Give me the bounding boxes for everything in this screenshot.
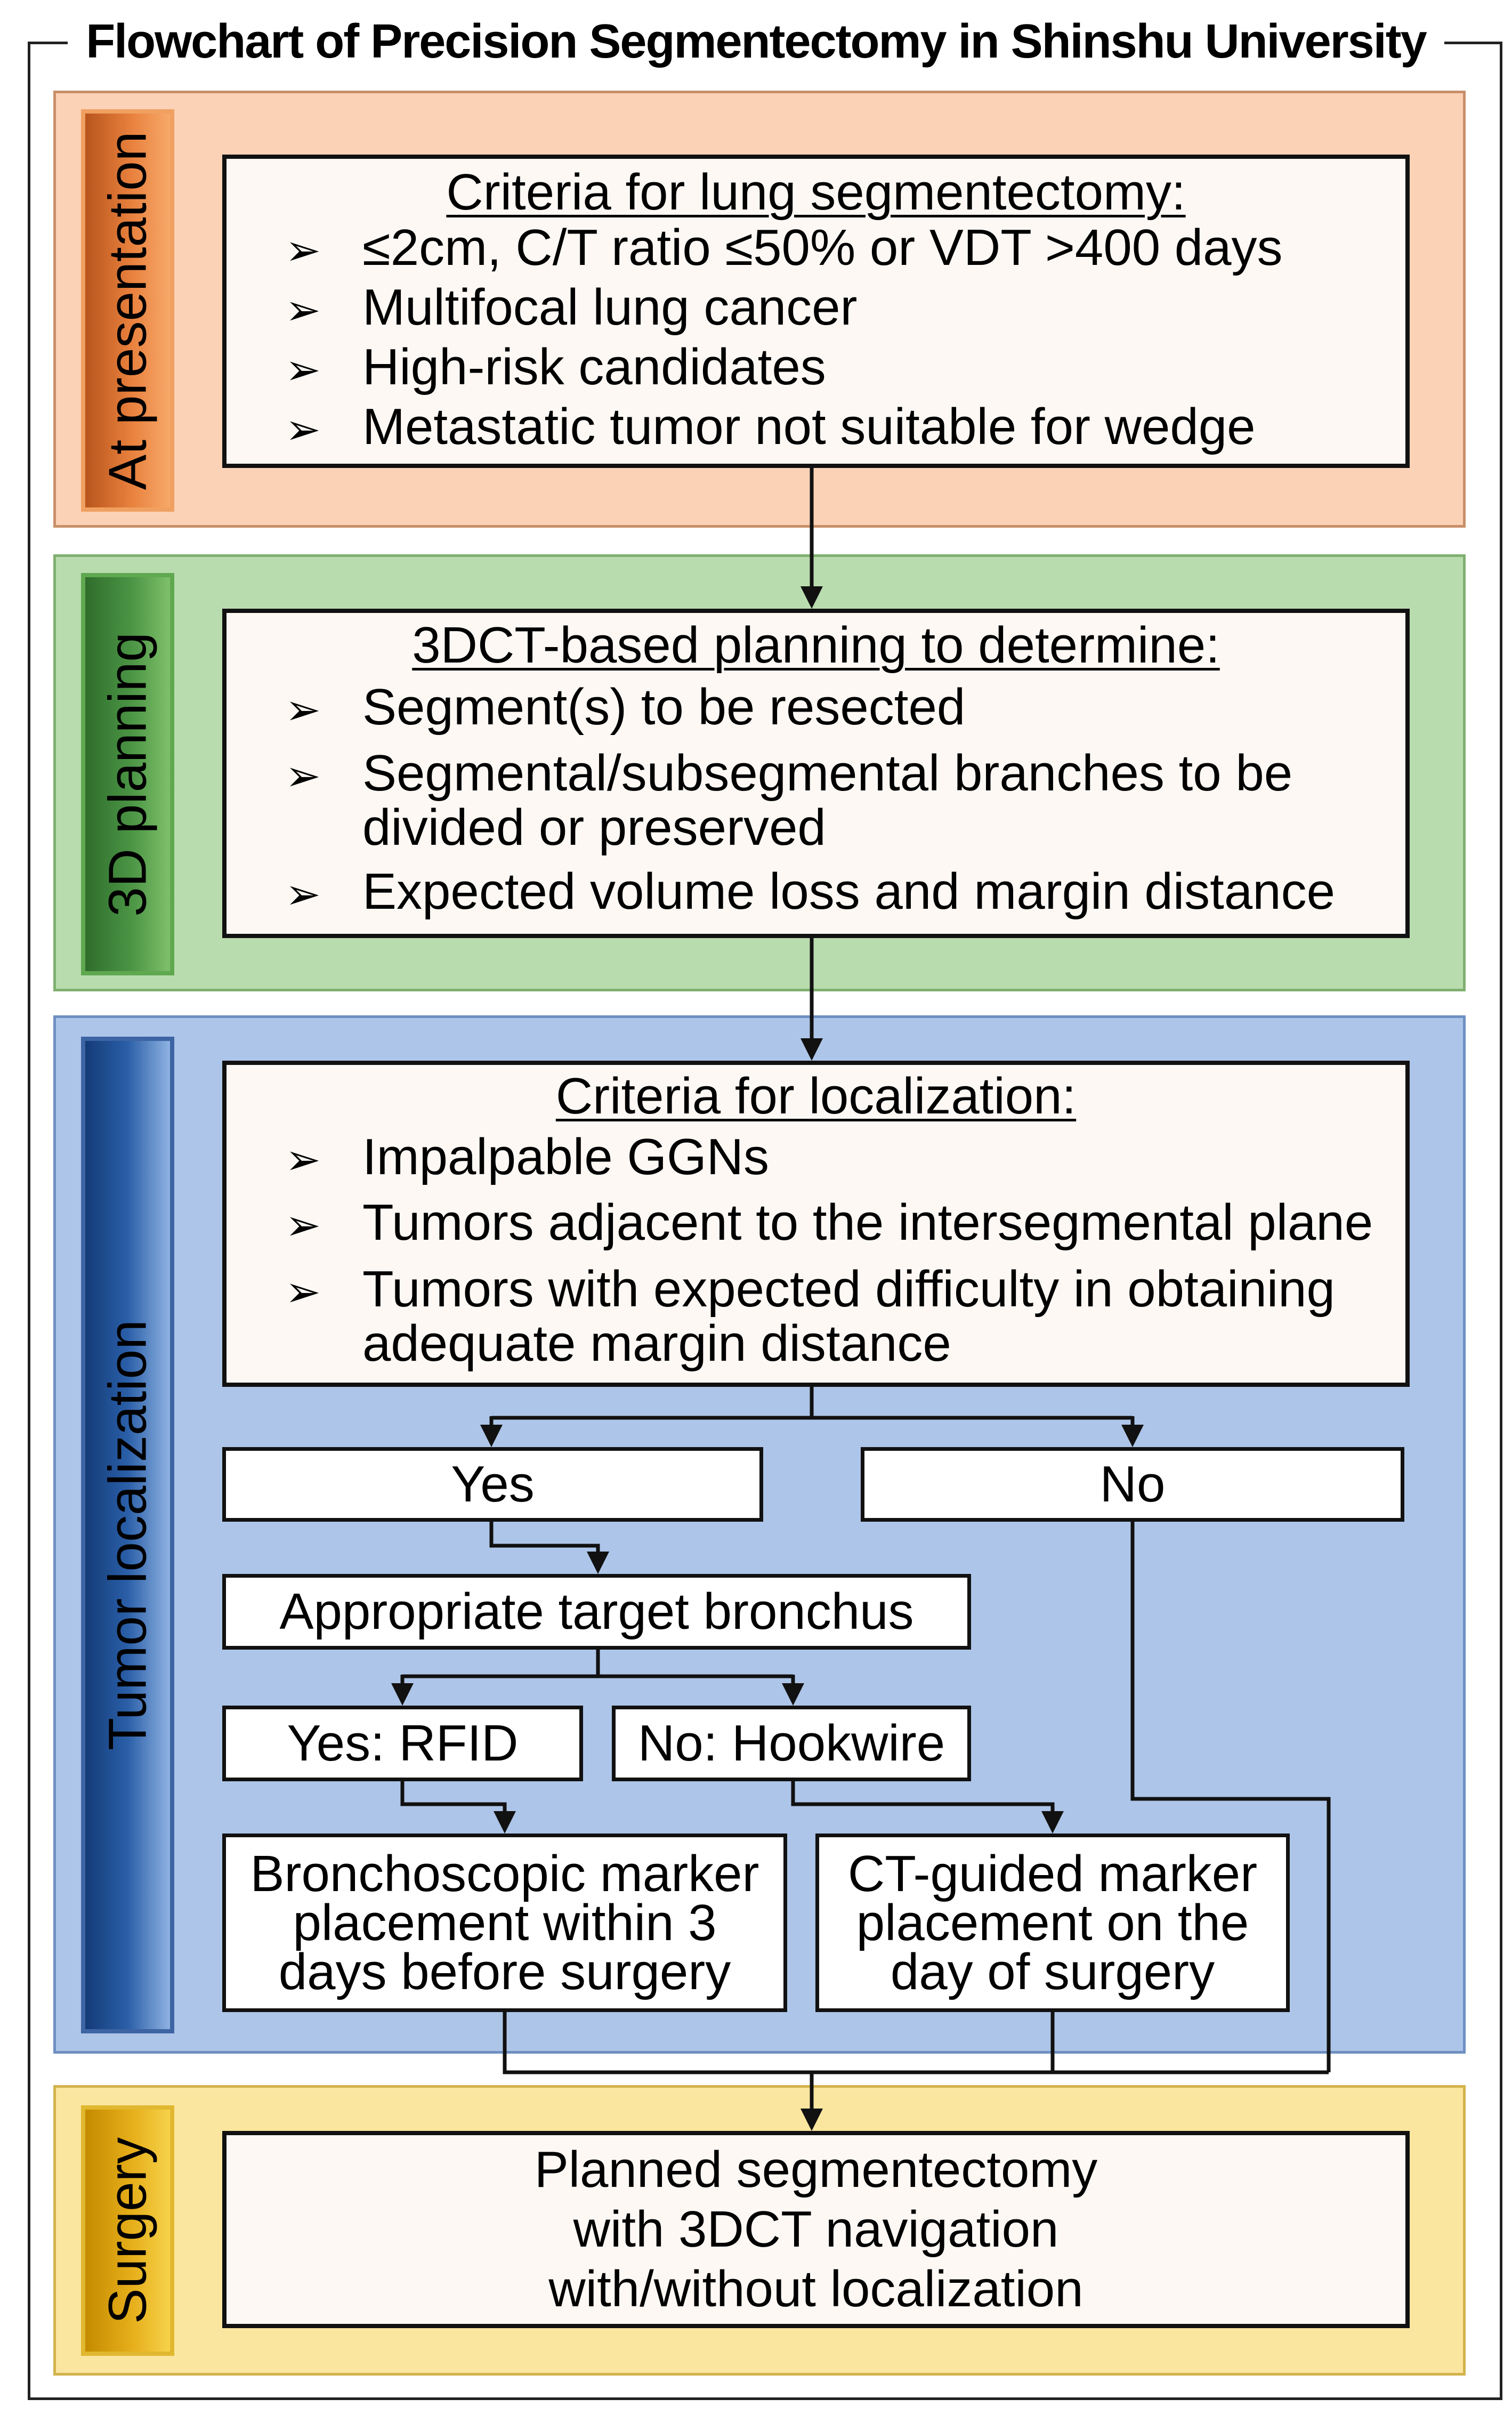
no-box: No (861, 1447, 1404, 1522)
connector-split-yes-no (491, 1387, 1133, 1420)
localization-criteria-box: Criteria for localization: ➢ Impalpable … (222, 1061, 1410, 1387)
surgery-stage-label: Surgery (81, 2105, 174, 2356)
yes-box: Yes (222, 1447, 763, 1522)
bronchoscopic-marker-box: Bronchoscopic marker placement within 3 … (222, 1834, 787, 2012)
presentation-stage-label: At presentation (81, 109, 174, 512)
localization-stage-label: Tumor localization (81, 1037, 174, 2033)
bullet-arrow-icon: ➢ (285, 286, 321, 334)
connector-yes-to-bronchus (489, 1522, 609, 1574)
connector-split-rfid-hookwire (402, 1650, 793, 1678)
criteria-segmentectomy-heading: Criteria for lung segmentectomy: (446, 164, 1186, 221)
connector-merge-line (503, 2012, 1329, 2074)
hookwire-box: No: Hookwire (612, 1706, 971, 1781)
rfid-box: Yes: RFID (222, 1706, 583, 1781)
bullet-arrow-icon: ➢ (285, 346, 321, 393)
bullet-arrow-icon: ➢ (285, 1268, 321, 1315)
bullet-arrow-icon: ➢ (285, 686, 321, 733)
localization-heading: Criteria for localization: (555, 1068, 1077, 1125)
planning-stage-label: 3D planning (81, 573, 174, 975)
connector-rfid-to-bronchoscopic (400, 1781, 516, 1834)
bullet-arrow-icon: ➢ (285, 1201, 321, 1249)
flowchart-title-container: Flowchart of Precision Segmentectomy in … (0, 4, 1512, 79)
ct-guided-marker-box: CT-guided marker placement on the day of… (815, 1834, 1290, 2012)
criteria-segmentectomy-box: Criteria for lung segmentectomy: ➢ ≤2cm,… (222, 155, 1410, 468)
bullet-arrow-icon: ➢ (285, 227, 321, 274)
bullet-arrow-icon: ➢ (285, 752, 321, 799)
bullet-arrow-icon: ➢ (285, 870, 321, 918)
planning-heading: 3DCT-based planning to determine: (412, 617, 1220, 674)
target-bronchus-box: Appropriate target bronchus (222, 1574, 971, 1650)
connector-hookwire-to-ct (791, 1781, 1064, 1834)
connector-no-bypass (1130, 1522, 1331, 2072)
bullet-arrow-icon: ➢ (285, 406, 321, 453)
planned-segmentectomy-box: Planned segmentectomy with 3DCT navigati… (222, 2131, 1410, 2328)
bullet-arrow-icon: ➢ (285, 1136, 321, 1183)
flowchart-title: Flowchart of Precision Segmentectomy in … (68, 4, 1444, 79)
planning-box: 3DCT-based planning to determine: ➢ Segm… (222, 609, 1410, 938)
